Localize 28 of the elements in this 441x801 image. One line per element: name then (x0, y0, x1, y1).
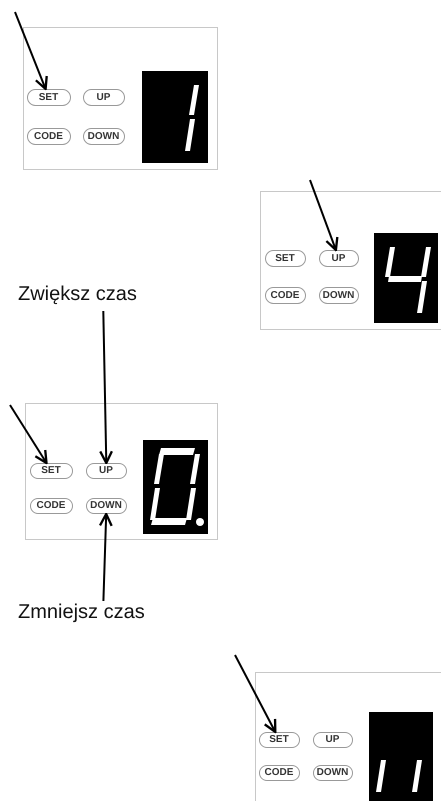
panel-button: DOWN (318, 286, 358, 304)
panel-button: UP (86, 462, 126, 478)
arrow (99, 310, 114, 464)
control-panel (255, 672, 441, 801)
arrow (9, 404, 48, 464)
arrow (234, 654, 276, 734)
panel-button: SET (30, 462, 72, 478)
panel-button: DOWN (86, 498, 126, 514)
panel-button: UP (312, 732, 352, 748)
panel-button: DOWN (312, 764, 352, 780)
panel-button: SET (264, 250, 306, 266)
arrow (309, 180, 338, 252)
arrow (98, 512, 113, 602)
panel-button: DOWN (82, 128, 124, 144)
control-panel (23, 27, 218, 170)
control-panel (25, 403, 218, 540)
annotation-text: Zmniejsz czas (18, 601, 188, 629)
panel-button: SET (26, 88, 70, 106)
panel-button: CODE (258, 764, 300, 780)
panel-button: UP (318, 250, 358, 266)
panel-button: CODE (26, 128, 70, 144)
arrow (14, 12, 48, 90)
panel-button: CODE (264, 286, 306, 304)
panel-button: UP (82, 88, 124, 106)
panel-button: SET (258, 732, 300, 748)
annotation-text: Zwiększ czas (18, 283, 188, 311)
control-panel (260, 191, 441, 330)
panel-button: CODE (30, 498, 72, 514)
